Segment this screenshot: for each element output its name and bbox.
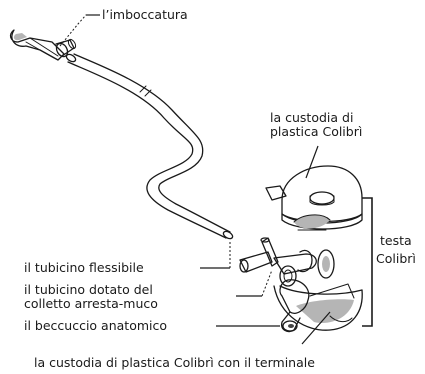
label-head-line2: Colibrì xyxy=(376,251,416,266)
label-head-line1: testa xyxy=(380,233,412,248)
label-spout: il beccuccio anatomico xyxy=(24,318,167,333)
housing-bottom-part xyxy=(273,279,363,333)
label-housing-top-line1: la custodia di xyxy=(270,110,353,125)
flexible-tube-part xyxy=(65,53,234,240)
housing-top-leader xyxy=(305,145,319,179)
label-housing-top-line2: plastica Colibrì xyxy=(270,124,362,139)
label-collar-tube-line2: colletto arresta-muco xyxy=(24,296,158,311)
collar-tube-leader-dash xyxy=(261,269,273,297)
label-mouthpiece: l’imboccatura xyxy=(102,7,188,22)
mouthpiece-part xyxy=(9,29,77,61)
housing-bottom-leader xyxy=(301,311,331,345)
collar-tube-part xyxy=(239,237,335,287)
housing-top-part xyxy=(265,165,363,231)
label-housing-bottom: la custodia di plastica Colibrì con il t… xyxy=(34,355,315,370)
head-bracket xyxy=(362,197,373,327)
label-flexible-tube: il tubicino flessibile xyxy=(24,260,144,275)
label-collar-tube-line1: il tubicino dotato del xyxy=(24,282,153,297)
